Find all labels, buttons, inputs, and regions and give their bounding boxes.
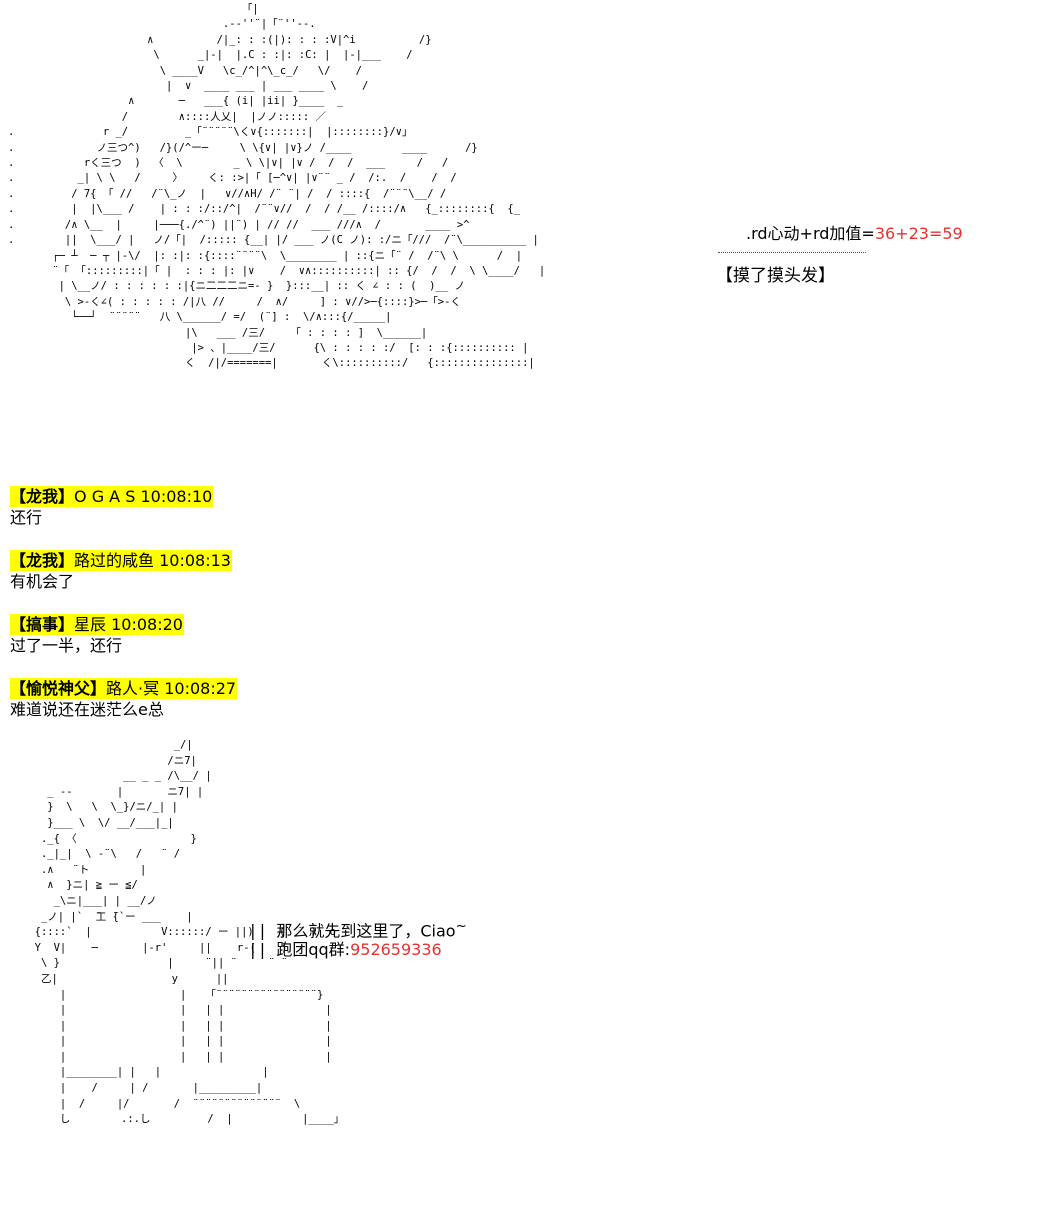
message-text: 过了一半，还行 [10,636,123,655]
message-tag: 【龙我】 [10,551,75,570]
message-header: 【龙我】路过的咸鱼 10:08:13 [10,550,232,571]
chat-message-2: 【龙我】路过的咸鱼 10:08:13 有机会了 [10,550,232,592]
message-text: 有机会了 [10,572,75,591]
chat-message-1: 【龙我】O G A S 10:08:10 还行 [10,486,214,528]
message-text: 还行 [10,508,43,527]
message-header: 【龙我】O G A S 10:08:10 [10,486,214,507]
message-sender: 星辰 [74,615,107,634]
ascii-art-robot: 「| .-‐''¨|「¨''‐-. ∧ /|_: : :(|): : : :V|… [8,3,546,370]
chat-message-3: 【搞事】星辰 10:08:20 过了一半，还行 [10,614,184,656]
farewell-text: 那么就先到这里了，Ciao [276,921,456,941]
message-tag: 【愉悦神父】 [10,679,107,698]
message-time: 10:08:20 [111,615,183,634]
dotted-separator [718,252,866,253]
farewell-line: || 那么就先到这里了，Ciao~ [248,916,467,941]
message-header: 【搞事】星辰 10:08:20 [10,614,184,635]
group-label: 跑团qq群: [276,940,351,959]
message-header: 【愉悦神父】路人·冥 10:08:27 [10,678,238,699]
group-number: 952659336 [350,940,442,959]
message-time: 10:08:10 [140,487,213,506]
message-tag: 【搞事】 [10,615,75,634]
divider-bar: || [248,940,268,959]
chat-message-4: 【愉悦神父】路人·冥 10:08:27 难道说还在迷茫么e总 [10,678,238,720]
dice-roll-label: .rd心动+rd加值= [746,224,875,243]
action-text: 【摸了摸头发】 [716,266,835,286]
ascii-art-character: _/| /ニ7| __ _ _ /\__/ | _ -‐ | ニ7| | } \… [34,739,345,1126]
group-line: || 跑团qq群:952659336 [248,939,442,960]
divider-bar: || [248,921,268,941]
message-time: 10:08:13 [159,551,231,570]
message-sender: O G A S [74,487,136,506]
message-text: 难道说还在迷茫么e总 [10,700,164,719]
message-sender: 路人·冥 [106,679,160,698]
farewell-tilde: ~ [455,919,467,934]
dice-roll-line: .rd心动+rd加值=36+23=59 [746,224,963,244]
dice-roll-value: 36+23=59 [874,224,963,243]
message-tag: 【龙我】 [10,487,75,506]
message-time: 10:08:27 [164,679,237,698]
message-sender: 路过的咸鱼 [74,551,155,570]
